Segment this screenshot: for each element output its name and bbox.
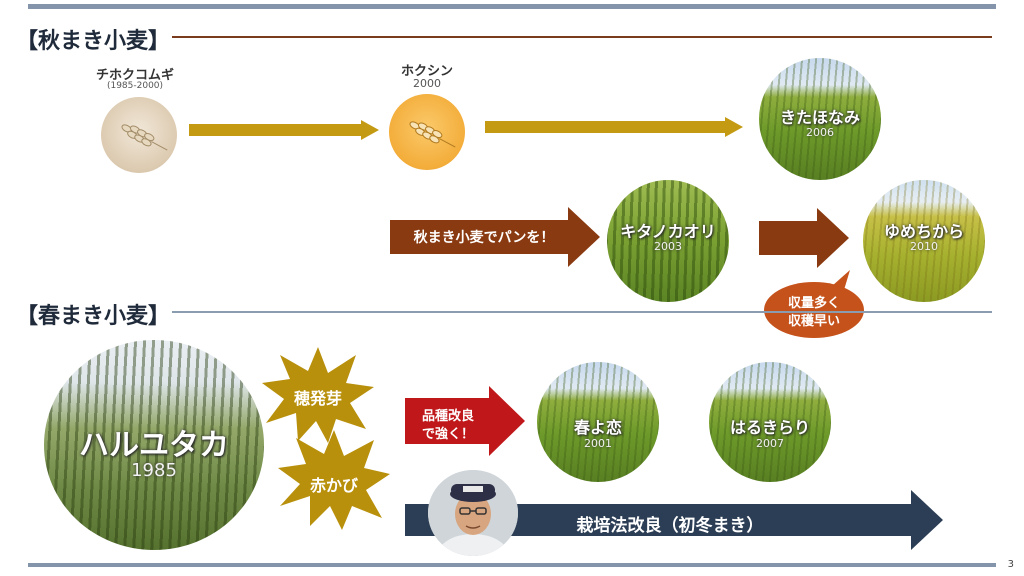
harukirari-name: はるきらり [729, 418, 810, 437]
haruyutaka-year: 1985 [131, 460, 177, 481]
cultivation-arrow-label: 栽培法改良（初冬まき） [576, 516, 764, 536]
improve-arrow-line2: で強く！ [421, 427, 474, 442]
chihoku-name: チホクコムギ [95, 68, 174, 83]
harunokoi-name: 春よ恋 [573, 418, 622, 437]
gold-arrow-2 [485, 117, 743, 137]
autumn-section-title: 【秋まき小麦】 [16, 29, 171, 54]
bottom-divider [28, 563, 996, 567]
haruyutaka-name: ハルユタカ [79, 428, 229, 463]
kitahanami-year: 2006 [806, 126, 834, 139]
kitanokaori-year: 2003 [654, 240, 682, 253]
yield-bubble-line1: 収量多く [787, 296, 840, 311]
hokushin-grain-photo [389, 94, 465, 170]
harukirari-year: 2007 [756, 437, 784, 450]
brown-arrow-2 [759, 208, 849, 268]
page-number: 3 [1007, 559, 1014, 570]
autumn-rule [172, 36, 992, 38]
wheat-ear-icon [121, 124, 168, 151]
kitanokaori-field-photo [607, 180, 729, 302]
hokushin-year: 2000 [413, 77, 441, 90]
harunokoi-field-photo [537, 362, 659, 482]
spring-rule [172, 311, 992, 313]
yumechikara-year: 2010 [910, 240, 938, 253]
burst-label-2: 赤かび [309, 476, 358, 495]
gold-arrow-1 [189, 120, 379, 140]
bread-arrow-label: 秋まき小麦でパンを！ [413, 230, 555, 246]
burst-shape-1 [262, 347, 374, 443]
kitahanami-name: きたほなみ [779, 108, 860, 127]
kitanokaori-name: キタノカオリ [620, 222, 716, 241]
burst-label-1: 穂発芽 [293, 389, 342, 408]
yumechikara-name: ゆめちから [883, 222, 964, 241]
hokushin-name: ホクシン [400, 64, 453, 79]
chihoku-grain-photo [101, 97, 177, 173]
burst-shape-2 [278, 430, 390, 530]
harukirari-field-photo [709, 362, 831, 482]
wheat-ear-icon [409, 121, 456, 148]
farmer-portrait-icon [428, 470, 518, 556]
farmer-photo [428, 470, 518, 556]
yield-bubble-line2: 収穫早い [787, 314, 840, 329]
chihoku-years: (1985-2000) [106, 81, 164, 91]
kitahanami-field-photo [759, 58, 881, 180]
yumechikara-field-photo [863, 180, 985, 302]
spring-section-title: 【春まき小麦】 [16, 304, 171, 329]
top-divider [28, 4, 996, 9]
bread-arrow [390, 207, 600, 267]
harunokoi-year: 2001 [584, 437, 612, 450]
haruyutaka-field-photo [44, 340, 264, 550]
yield-speech-bubble [764, 270, 864, 338]
improve-arrow-line1: 品種改良 [421, 409, 474, 424]
cultivation-arrow [405, 490, 943, 550]
improve-arrow [405, 386, 525, 456]
